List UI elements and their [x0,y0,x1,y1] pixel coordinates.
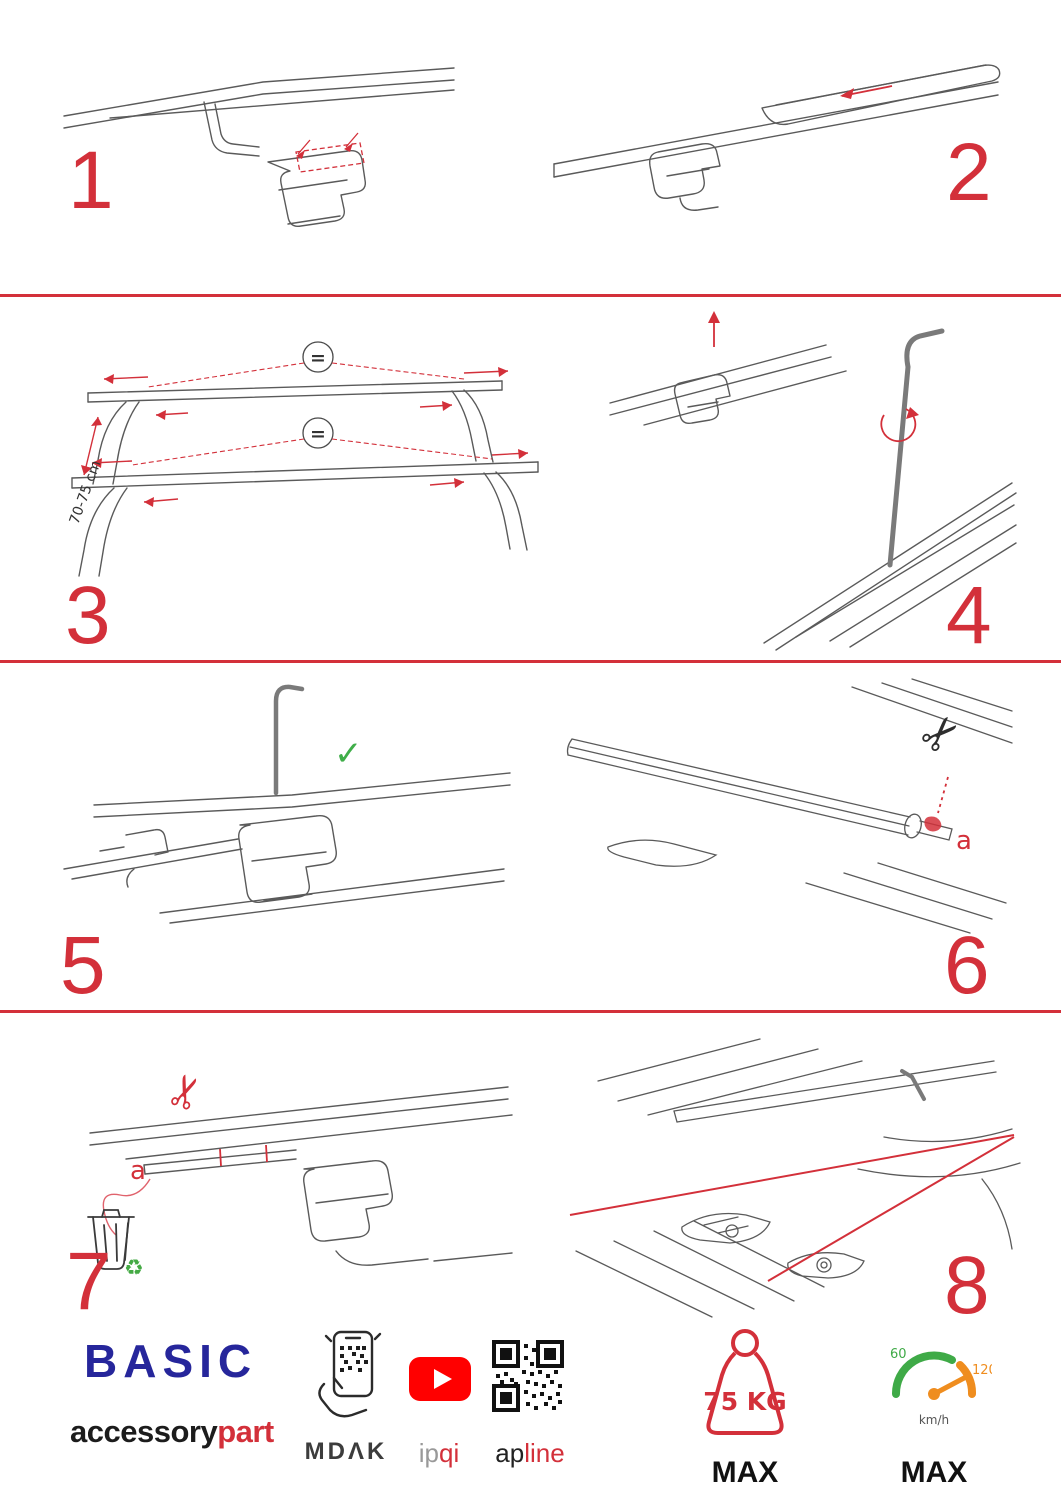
step-2-illustration [553,64,1001,211]
row-steps-5-6: ✓ ✂ a 5 6 [0,663,1061,1010]
brand-sub-dark: accessory [70,1414,218,1449]
cut-label-a: a [130,1156,146,1186]
youtube-icon [409,1357,471,1401]
brand-logo-basic: BASIC [84,1335,258,1387]
step-6-illustration: ✂ a [566,678,1013,934]
apline-dark: ap [495,1438,525,1468]
row-steps-7-8: ✂ a ♻ [0,1013,1061,1327]
step-8-illustration [569,1038,1021,1318]
hex-key-icon [887,328,945,568]
section-divider [0,294,1061,297]
trash-icon [87,1209,135,1270]
step-1-illustration [63,67,455,227]
step-6-number: 6 [944,920,990,1011]
equal-spacing-symbol-bottom: = [310,423,326,445]
speed-unit-label: km/h [919,1413,949,1427]
speed-max-label: MAX [900,1456,968,1489]
hex-key-icon [273,684,305,796]
step-2-number: 2 [946,127,992,218]
speed-low-label: 60 [890,1347,907,1362]
footer-brand-bar: BASIC accessorypart MDΛK ipqi [0,1320,1061,1500]
step-3-number: 3 [65,570,111,661]
weight-value: 75 KG [703,1387,786,1416]
step-3-illustration: = = [67,341,539,577]
row-steps-1-2: 1 2 [0,0,1061,294]
recycle-icon: ♻ [124,1256,144,1281]
step-5-number: 5 [60,920,106,1011]
phone-qr-scan-icon [318,1330,382,1418]
step-7-number: 7 [66,1236,112,1327]
cut-label-a: a [956,826,972,856]
partner-label-ipqi: ipqi [406,1438,472,1469]
cut-mark [924,816,942,832]
qr-code [492,1340,564,1412]
equal-spacing-symbol-top: = [310,347,326,369]
step-7-illustration: ✂ a ♻ [87,1066,513,1281]
apline-red: line [524,1438,565,1468]
speed-high-label: 120 [972,1363,992,1378]
section-divider [0,1010,1061,1013]
discard-path-line [102,1178,151,1236]
ipqi-gray: ip [418,1438,439,1468]
step-8-number: 8 [944,1240,990,1331]
step-4-illustration [609,311,1017,651]
section-divider [0,660,1061,663]
brand-sub-red: part [217,1414,274,1449]
brand-logo-accessorypart: accessorypart [70,1414,274,1450]
partner-label-apline: apline [482,1438,578,1469]
scissors-icon: ✂ [156,1066,217,1118]
ipqi-red: qi [439,1438,460,1468]
step-5-illustration: ✓ [63,684,511,924]
step-1-number: 1 [68,135,114,226]
weight-limit-icon: 75 KG [703,1329,787,1435]
check-icon: ✓ [334,734,363,774]
step-4-number: 4 [946,570,992,661]
partner-label-mdak: MDΛK [304,1438,388,1465]
hex-key-icon [900,1069,926,1101]
speedometer-icon: 60 120 km/h [890,1347,992,1427]
weight-max-label: MAX [711,1456,779,1489]
row-steps-3-4: = = [0,297,1061,660]
bar-distance-label: 70-75 cm [67,458,105,526]
